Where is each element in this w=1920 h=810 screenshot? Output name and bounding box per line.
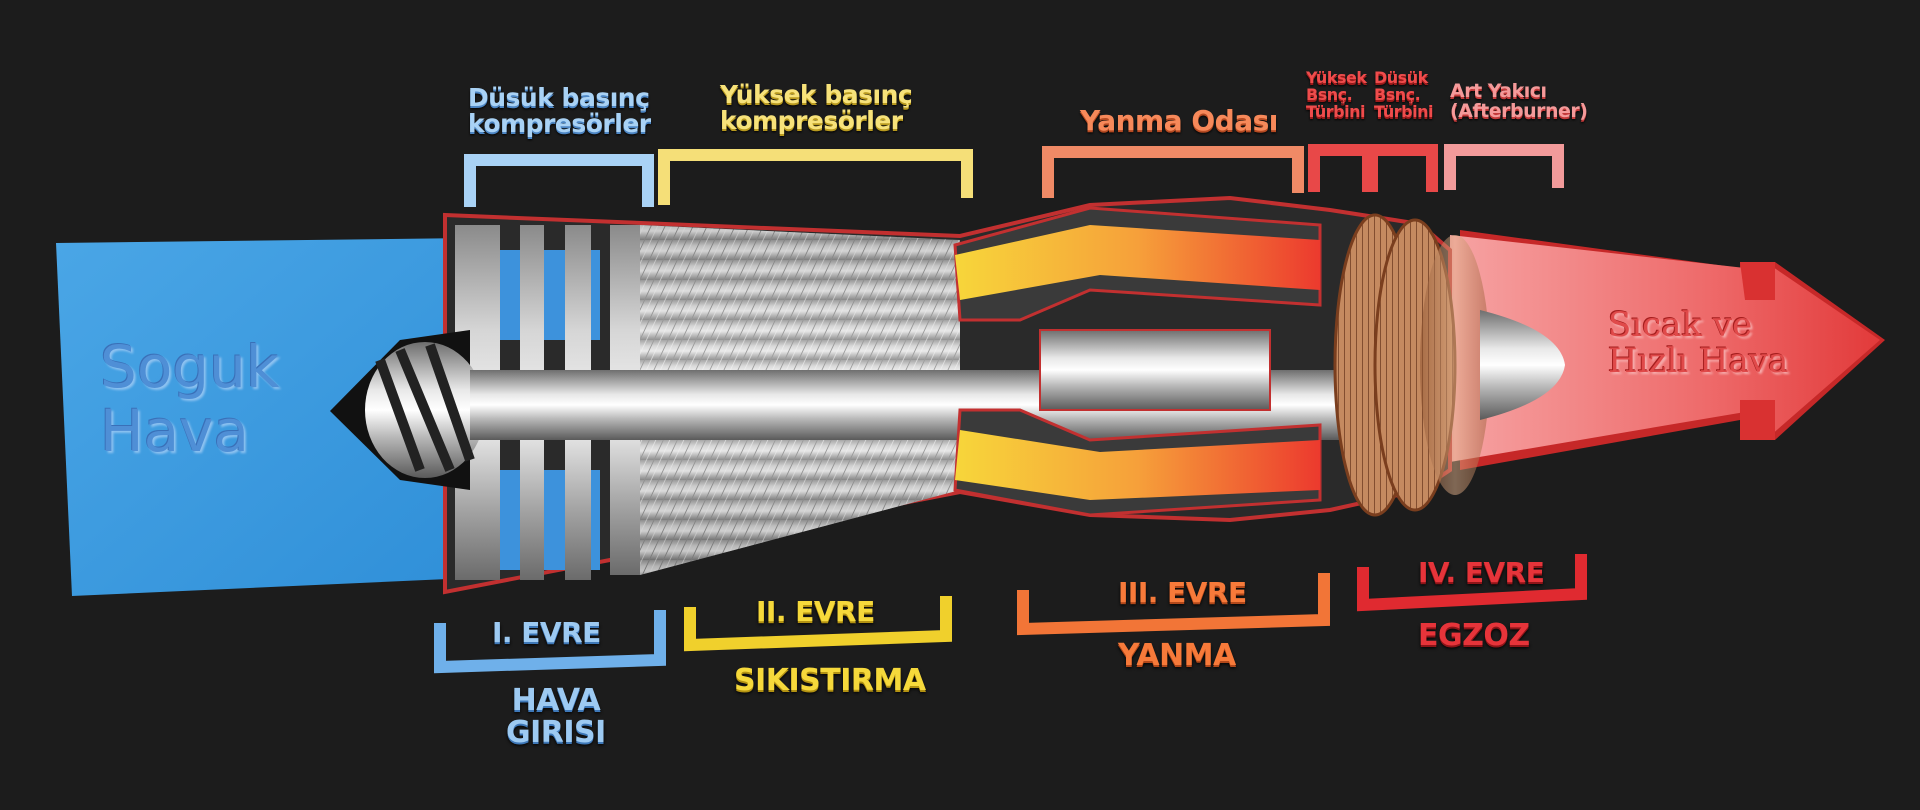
- label-lpt-line2: Bsnç.: [1374, 84, 1421, 104]
- label-combustion-chamber: Yanma Odası: [1080, 104, 1278, 137]
- stage-2-name: SIKISTIRMA: [734, 663, 926, 698]
- top-brackets: [464, 144, 1564, 207]
- outlet-label: Sıcak ve Hızlı Hava: [1608, 308, 1788, 378]
- label-lpt-line3: Türbini: [1374, 101, 1433, 121]
- label-lpt-line1: Düsük: [1374, 68, 1428, 87]
- label-ab-line2: (Afterburner): [1450, 99, 1588, 122]
- label-hpt-line1: Yüksek: [1306, 68, 1367, 87]
- label-lpc-line1: Düsük basınç: [468, 83, 650, 112]
- label-lpc-line2: kompresörler: [468, 109, 651, 139]
- label-hpt-line2: Bsnç.: [1306, 84, 1353, 104]
- hot-air-outlet-arrow: [1450, 230, 1885, 470]
- bottom-brackets: [434, 554, 1587, 674]
- stage-4-number: IV. EVRE: [1418, 556, 1545, 589]
- outlet-label-line2: Hızlı Hava: [1608, 341, 1789, 381]
- label-cc-line1: Yanma Odası: [1080, 104, 1278, 137]
- inlet-label: Soguk Hava: [100, 338, 279, 460]
- cold-air-inlet-block: [56, 238, 470, 596]
- label-low-pressure-compressor: Düsük basınç kompresörler: [468, 83, 651, 139]
- label-low-pressure-turbine: Düsük Bsnç. Türbini: [1374, 68, 1433, 121]
- inlet-label-line1: Soguk: [100, 333, 280, 401]
- label-ab-line1: Art Yakıcı: [1450, 80, 1547, 102]
- combustion-chamber: [953, 206, 1322, 517]
- stage-4-name: EGZOZ: [1418, 618, 1530, 653]
- label-high-pressure-compressor: Yüksek basınç kompresörler: [720, 80, 913, 136]
- nose-spinner: [330, 330, 485, 490]
- stage-1-name-line1: HAVA: [511, 683, 601, 718]
- stage-3-number: III. EVRE: [1118, 576, 1247, 609]
- stage-1-name: HAVA GIRISI: [506, 685, 606, 748]
- stage-1-number: I. EVRE: [492, 616, 601, 649]
- stage-1-name-line2: GIRISI: [506, 714, 606, 750]
- stage-2-number: II. EVRE: [756, 595, 875, 628]
- label-hpt-line3: Türbini: [1306, 101, 1365, 121]
- outlet-label-line1: Sıcak ve: [1608, 305, 1753, 345]
- label-afterburner: Art Yakıcı (Afterburner): [1450, 80, 1588, 122]
- label-high-pressure-turbine: Yüksek Bsnç. Türbini: [1306, 68, 1367, 121]
- label-hpc-line2: kompresörler: [720, 106, 903, 136]
- inlet-label-line2: Hava: [100, 397, 250, 465]
- stage-3-name: YANMA: [1118, 638, 1236, 673]
- exhaust-cone: [1480, 310, 1565, 420]
- turbine-stages: [1333, 213, 1490, 517]
- label-hpc-line1: Yüksek basınç: [720, 80, 913, 109]
